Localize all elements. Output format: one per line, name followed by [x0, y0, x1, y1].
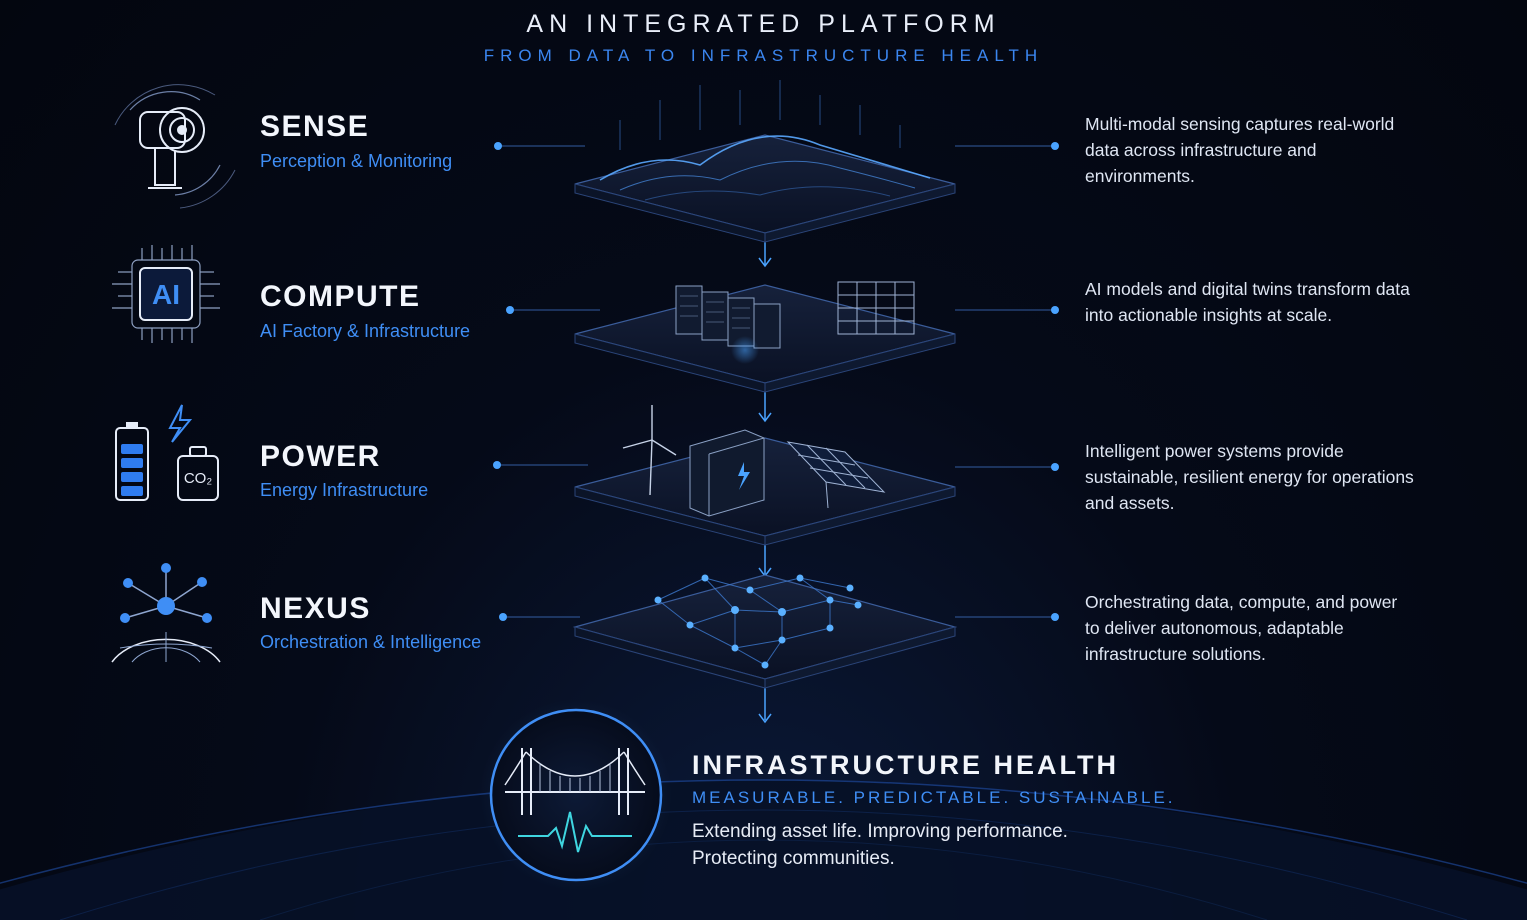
layer-subtitle-nexus: Orchestration & Intelligence [260, 632, 482, 652]
page-title: AN INTEGRATED PLATFORM [526, 10, 1001, 38]
camera-sensor-icon [114, 84, 236, 209]
battery-co2-icon [115, 404, 219, 501]
layer-description-compute: AI models and digital twins transform da… [1085, 279, 1410, 325]
layer-subtitle-compute: AI Factory & Infrastructure [260, 321, 471, 341]
ai-chip-label: AI [152, 279, 180, 310]
outcome-text-line-2: Protecting communities. [692, 848, 895, 869]
layer-title-compute: COMPUTE [260, 280, 421, 313]
layer-title-power: POWER [260, 440, 381, 473]
bridge-heartbeat-icon [480, 699, 672, 891]
outcome-tagline: MEASURABLE. PREDICTABLE. SUSTAINABLE. [692, 788, 1176, 807]
outcome-text-line-1: Extending asset life. Improving performa… [692, 821, 1068, 842]
compute-plate [574, 281, 956, 393]
network-globe-icon [111, 563, 221, 663]
layer-title-nexus: NEXUS [260, 592, 371, 625]
layer-description-sense: Multi-modal sensing captures real-world … [1085, 114, 1395, 186]
layer-title-sense: SENSE [260, 110, 370, 143]
layer-description-power: Intelligent power systems provide sustai… [1085, 441, 1414, 513]
sense-plate [574, 80, 956, 243]
earth-horizon [0, 779, 1527, 920]
page-subtitle: FROM DATA TO INFRASTRUCTURE HEALTH [483, 46, 1044, 65]
connector-lines [497, 145, 1055, 618]
co2-label: CO₂ [183, 470, 213, 487]
layer-subtitle-power: Energy Infrastructure [260, 480, 429, 500]
power-plate [574, 405, 956, 546]
layer-subtitle-sense: Perception & Monitoring [260, 151, 453, 171]
nexus-plate [572, 574, 958, 689]
outcome-title: INFRASTRUCTURE HEALTH [692, 750, 1119, 780]
ai-chip-icon [112, 245, 220, 343]
layer-description-nexus: Orchestrating data, compute, and power t… [1085, 592, 1398, 664]
connector-dots [493, 142, 1059, 621]
